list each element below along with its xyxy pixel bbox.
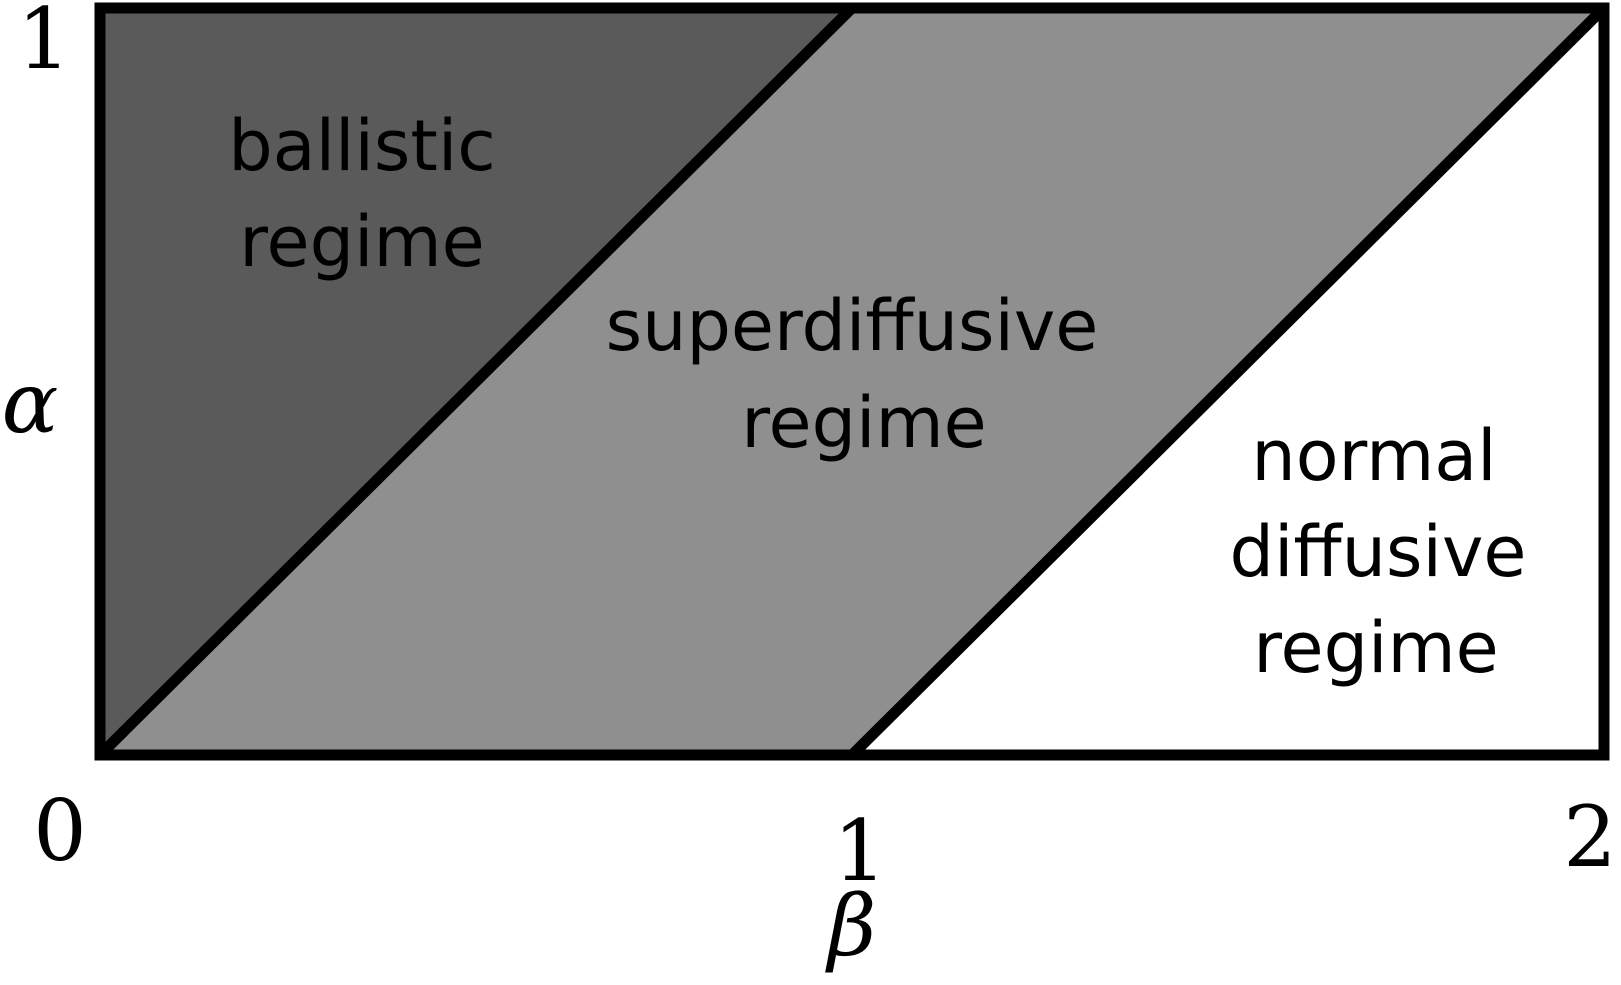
superdiffusive-label-line2: regime (741, 382, 986, 464)
boundary-superdiffusive-normal (848, 4, 1608, 759)
y-axis-symbol-alpha: α (2, 354, 59, 452)
ballistic-label-line1: ballistic (228, 105, 496, 187)
x-tick-1: 1 (833, 802, 886, 900)
x-axis-symbol-beta: β (825, 877, 877, 975)
plot-frame (94, 2, 1610, 761)
y-tick-0: 0 (33, 782, 86, 880)
superdiffusive-label-line1: superdiffusive (606, 285, 1099, 367)
ballistic-label-line2: regime (239, 201, 484, 283)
boundary-ballistic-superdiffusive (96, 4, 856, 759)
normal-label-line2: diffusive (1230, 511, 1527, 593)
normal-label-line3: regime (1253, 607, 1498, 689)
x-tick-2: 2 (1563, 788, 1616, 886)
y-tick-1: 1 (17, 0, 70, 88)
region-superdiffusive (100, 8, 1604, 755)
normal-label-line1: normal (1251, 415, 1496, 497)
